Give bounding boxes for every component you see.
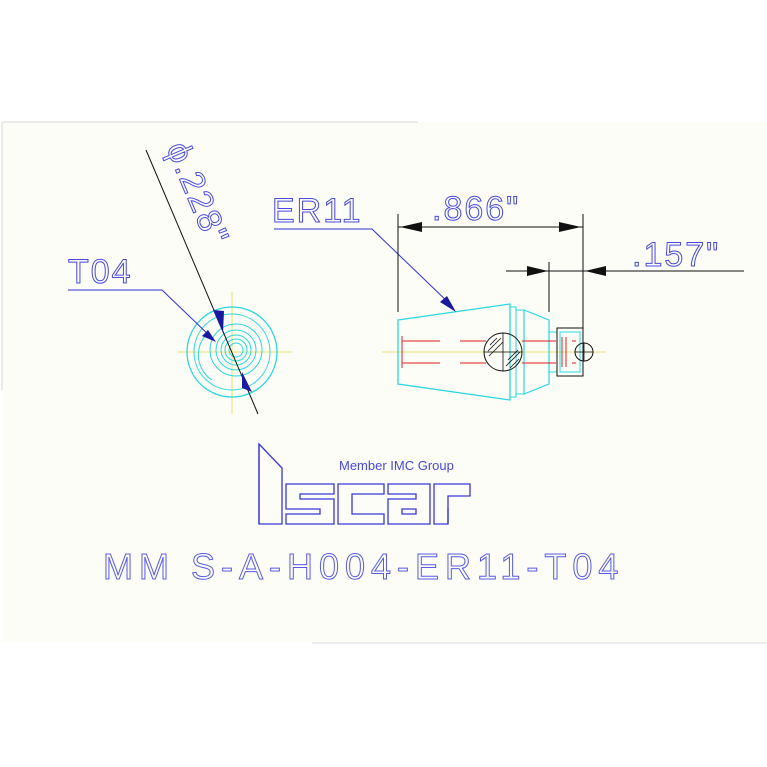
collet-size-label: ER11: [272, 192, 363, 230]
pin-size-leader-arrow: [202, 330, 216, 342]
end-view-inner-circle: [228, 342, 244, 358]
small-arrow-left: [527, 266, 548, 276]
end-view-circle-2: [193, 313, 271, 391]
diameter-arrow-top: [213, 310, 224, 333]
section-hatch: [484, 333, 522, 371]
end-view-outer-circle: [186, 306, 278, 398]
overall-length-dimension: .866": [397, 190, 584, 330]
pin-size-callout: T04: [68, 253, 216, 342]
collet-size-leader-arrow: [440, 296, 456, 312]
overall-arrow-left: [400, 222, 422, 232]
logo-letters: [258, 442, 471, 525]
bore-lines: [401, 336, 576, 368]
small-length-value: .157": [632, 236, 720, 274]
diameter-dim-line: [145, 149, 259, 415]
collet-size-leader: [274, 228, 453, 307]
end-view-circle-3: [209, 323, 263, 377]
end-view-ring-detail: [197, 335, 213, 381]
iscar-logo: Member IMC Group: [258, 442, 471, 525]
overall-arrow-right: [559, 222, 581, 232]
collet-size-callout: ER11: [272, 192, 456, 312]
side-view: [382, 303, 606, 401]
drawing-sheet: [2, 122, 767, 642]
collet-taper-body: [397, 303, 511, 401]
collet-nose: [523, 309, 550, 395]
end-view-circle-5: [220, 334, 252, 366]
overall-length-value: .866": [432, 190, 520, 228]
diameter-arrow-bottom: [242, 372, 252, 392]
pin-size-label: T04: [68, 253, 133, 291]
pin-size-leader: [68, 289, 213, 339]
small-arrow-right: [585, 266, 606, 276]
end-view-circle-4: [215, 329, 257, 371]
small-length-dimension: .157": [506, 236, 744, 312]
member-imc-text: Member IMC Group: [339, 458, 454, 473]
end-view: [178, 292, 292, 414]
drawing-title: MM S-A-H004-ER11-T04: [103, 546, 624, 587]
